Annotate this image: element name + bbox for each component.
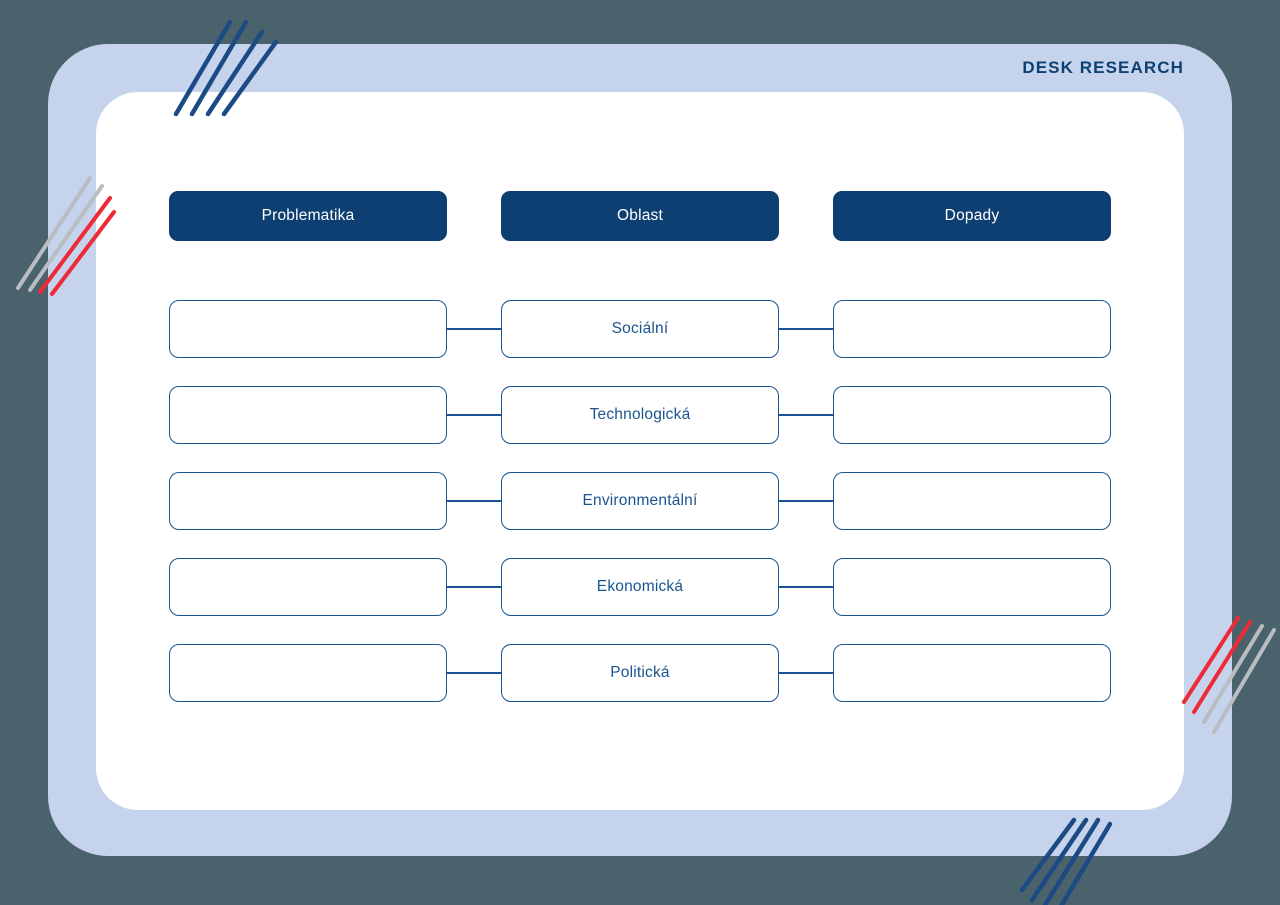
cell-dopady[interactable]: [833, 472, 1111, 530]
connector-line: [447, 672, 501, 674]
column-header-oblast[interactable]: Oblast: [501, 191, 779, 241]
cell-dopady[interactable]: [833, 300, 1111, 358]
cell-oblast[interactable]: Technologická: [501, 386, 779, 444]
connector-line: [779, 586, 833, 588]
connector-line: [779, 500, 833, 502]
cell-dopady[interactable]: [833, 644, 1111, 702]
cell-problematika[interactable]: [169, 386, 447, 444]
table-header-row: Problematika Oblast Dopady: [169, 191, 1111, 241]
connector-line: [447, 328, 501, 330]
table-row: Environmentální: [169, 472, 1111, 530]
cell-problematika[interactable]: [169, 472, 447, 530]
cell-oblast[interactable]: Environmentální: [501, 472, 779, 530]
connector-line: [447, 500, 501, 502]
pestle-table: Problematika Oblast Dopady Sociální Tech…: [169, 191, 1111, 702]
table-row: Politická: [169, 644, 1111, 702]
cell-problematika[interactable]: [169, 300, 447, 358]
connector-line: [447, 586, 501, 588]
connector-line: [447, 414, 501, 416]
column-header-problematika[interactable]: Problematika: [169, 191, 447, 241]
connector-line: [779, 414, 833, 416]
cell-oblast[interactable]: Sociální: [501, 300, 779, 358]
page-title: DESK RESEARCH: [1022, 58, 1184, 77]
cell-problematika[interactable]: [169, 558, 447, 616]
connector-line: [779, 328, 833, 330]
cell-dopady[interactable]: [833, 386, 1111, 444]
cell-problematika[interactable]: [169, 644, 447, 702]
column-header-dopady[interactable]: Dopady: [833, 191, 1111, 241]
connector-line: [779, 672, 833, 674]
table-row: Sociální: [169, 300, 1111, 358]
table-row: Ekonomická: [169, 558, 1111, 616]
cell-oblast[interactable]: Politická: [501, 644, 779, 702]
cell-dopady[interactable]: [833, 558, 1111, 616]
table-row: Technologická: [169, 386, 1111, 444]
cell-oblast[interactable]: Ekonomická: [501, 558, 779, 616]
